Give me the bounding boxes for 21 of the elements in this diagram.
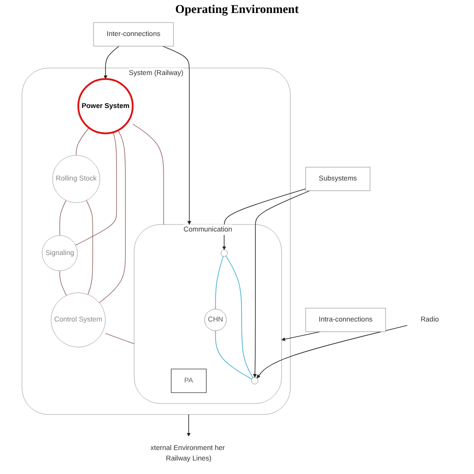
arrow [256,325,408,378]
connector [215,256,224,310]
connector [132,124,164,225]
connector [215,330,252,380]
connector [59,200,66,236]
arrow [222,188,306,250]
node-circle [220,250,228,257]
arrow [281,331,321,342]
arrow [104,46,120,80]
connector [76,127,90,156]
arrow [162,46,192,225]
area-label: Operating Environment [175,2,299,16]
connector [105,333,134,344]
connector [75,132,117,246]
arrow [252,190,310,378]
arrow [186,414,191,437]
connector [99,130,126,304]
node-circle [251,377,258,384]
connector [59,270,67,296]
connector [86,200,94,295]
connector [226,256,254,378]
